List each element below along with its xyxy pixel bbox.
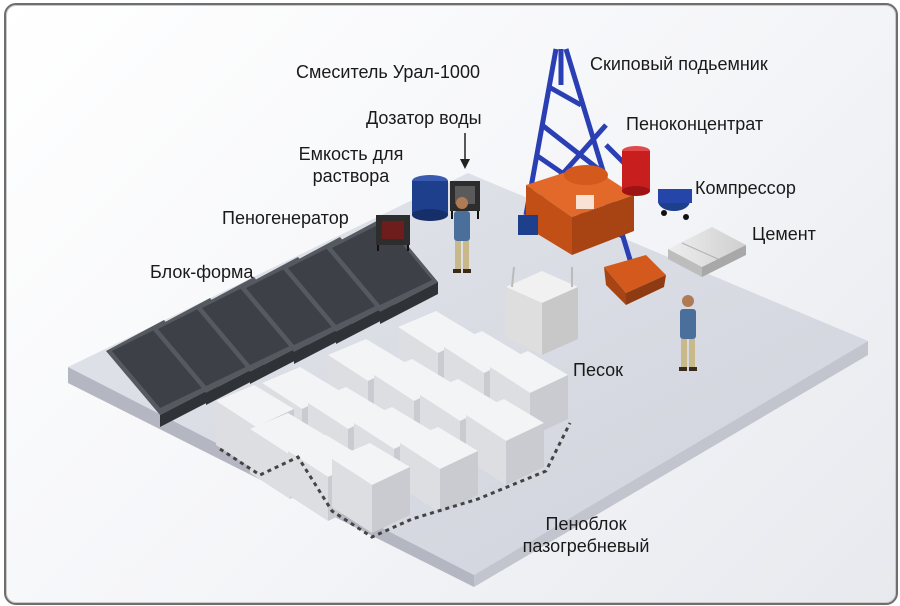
cement-bags — [668, 227, 746, 277]
foam-block-stacks — [216, 311, 572, 539]
water-dosator-arrow — [460, 133, 470, 169]
label-foam-generator: Пеногенератор — [222, 208, 349, 228]
production-line-scene — [68, 48, 868, 587]
label-foam-concentrate: Пеноконцентрат — [626, 114, 764, 134]
label-water-dosator: Дозатор воды — [366, 108, 482, 128]
label-skip-hoist: Скиповый подьемник — [590, 54, 768, 74]
block-form-mold — [196, 277, 308, 384]
skip-bucket — [604, 255, 666, 305]
block-form-mold — [282, 237, 394, 344]
label-sand: Песок — [573, 360, 624, 380]
label-block-form: Блок-форма — [150, 262, 254, 282]
worker-figure — [453, 197, 471, 273]
label-foam-block: Пеноблок пазогребневый — [516, 513, 656, 557]
worker-figure — [679, 295, 697, 371]
label-foam-block-line2: пазогребневый — [522, 536, 650, 556]
foam-generator — [376, 215, 410, 251]
label-solution-tank-line1: Емкость для — [298, 144, 404, 164]
block-form-mold — [152, 298, 264, 405]
solution-tank — [412, 175, 448, 221]
label-solution-tank-line2: раствора — [312, 166, 390, 186]
block-form-mold — [326, 217, 438, 324]
block-form-mold — [106, 320, 218, 427]
foam-block-pallet — [466, 399, 544, 485]
compressor — [658, 189, 692, 220]
foam-block-pallet — [332, 443, 410, 533]
label-compressor: Компрессор — [695, 178, 796, 198]
label-mixer: Смеситель Урал-1000 — [296, 62, 480, 82]
label-foam-block-line1: Пеноблок — [545, 514, 627, 534]
label-cement: Цемент — [752, 224, 816, 244]
sand-bigbag — [506, 266, 578, 355]
label-solution-tank: Емкость для раствора — [296, 143, 406, 187]
diagram-frame: Смеситель Урал-1000 Скиповый подьемник Д… — [4, 3, 898, 605]
foam-concentrate-barrel — [622, 146, 650, 196]
foam-block-pallet — [400, 427, 478, 513]
mixer-ural-1000 — [518, 165, 634, 255]
block-forms — [106, 217, 438, 427]
